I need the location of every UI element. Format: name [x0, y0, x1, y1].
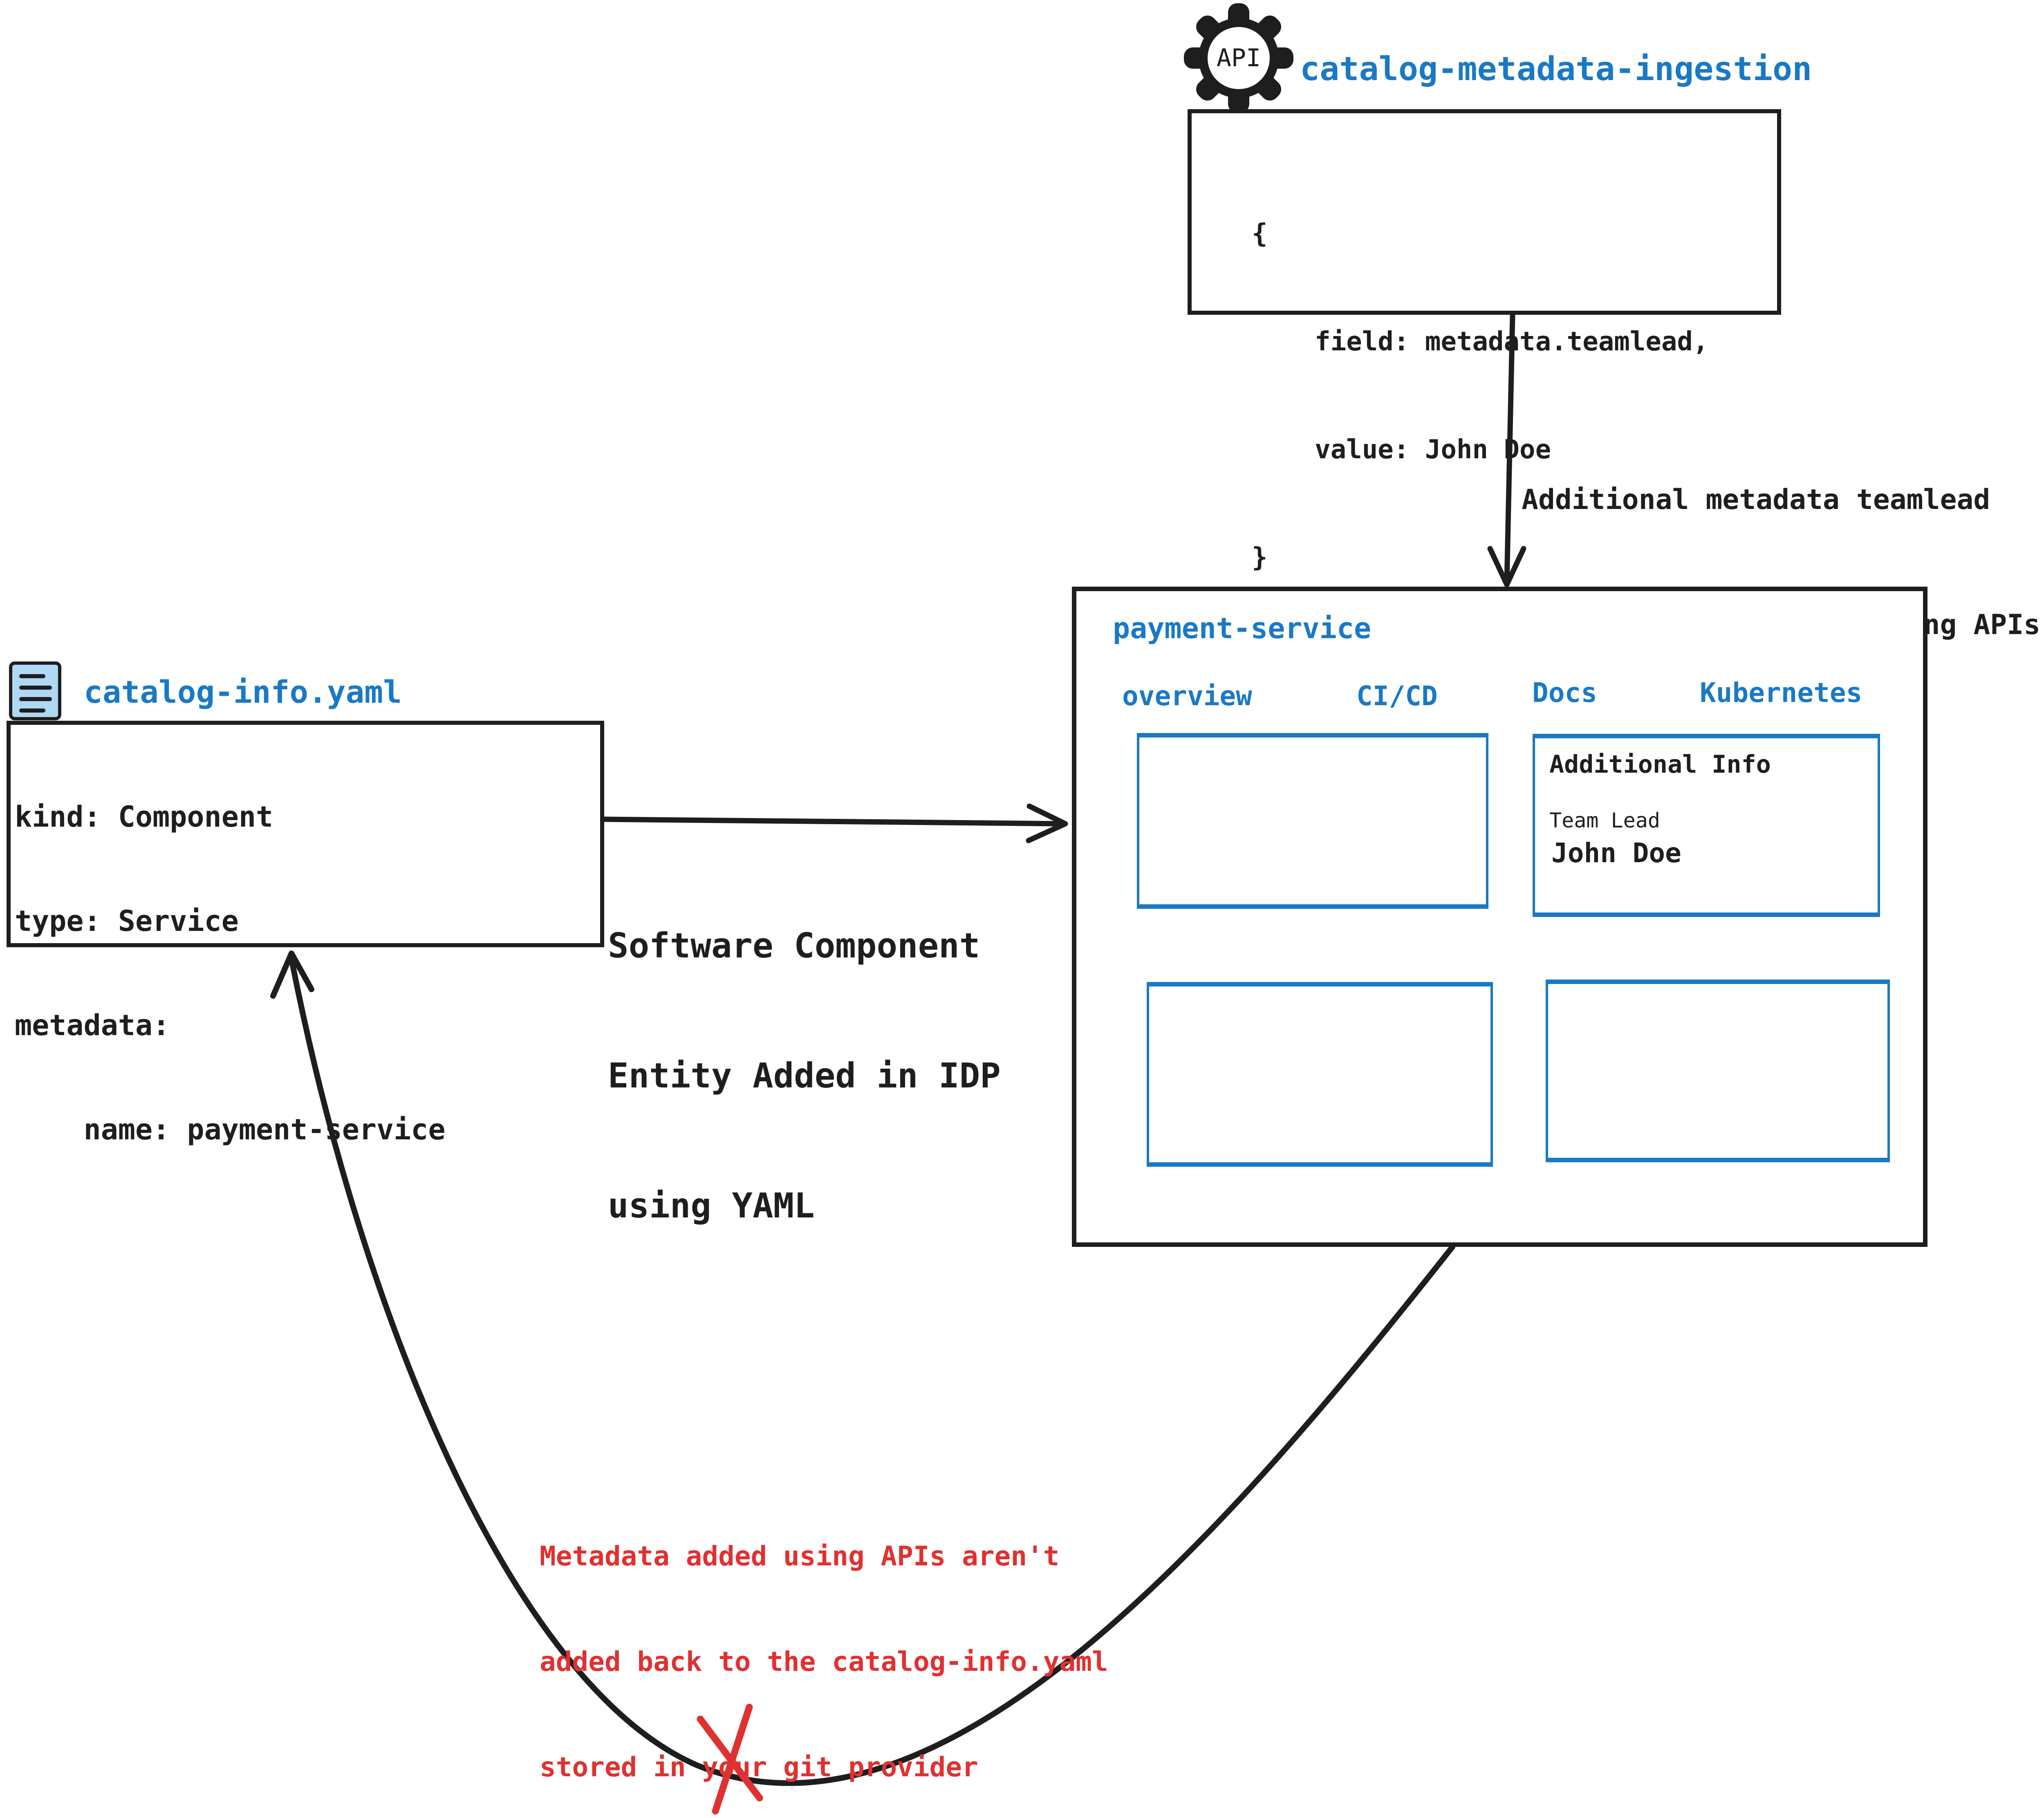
yaml-to-idp-arrow: [601, 803, 1068, 843]
tab-docs: Docs: [1532, 677, 1597, 708]
tab-kubernetes: Kubernetes: [1700, 677, 1862, 708]
yaml-arrow-label-line: Entity Added in IDP: [608, 1056, 1001, 1096]
feedback-note-line: Metadata added using APIs aren't: [540, 1540, 1060, 1572]
team-lead-value: John Doe: [1551, 837, 1681, 869]
code-line: value: John Doe: [1252, 435, 1551, 465]
yaml-line: kind: Component: [15, 800, 273, 834]
empty-panel-bottom-left: [1147, 982, 1493, 1167]
catalog-file-title: catalog-info.yaml: [84, 674, 402, 710]
yaml-file-icon: [9, 661, 61, 720]
api-gear-icon: [1184, 3, 1293, 113]
feedback-note-line: stored in your git provider: [540, 1751, 978, 1783]
api-code-box: [1188, 109, 1781, 315]
yaml-line: name: payment-service: [15, 1113, 446, 1146]
yaml-line: metadata:: [15, 1009, 170, 1042]
yaml-arrow-label-line: Software Component: [608, 926, 980, 966]
additional-info-title: Additional Info: [1549, 750, 1771, 779]
api-to-idp-arrow: [1487, 313, 1526, 587]
api-service-title: catalog-metadata-ingestion: [1300, 50, 1812, 88]
code-line: }: [1252, 542, 1268, 573]
feedback-note-line: added back to the catalog-info.yaml: [540, 1646, 1108, 1677]
code-line: field: metadata.teamlead,: [1252, 327, 1709, 357]
code-line: {: [1252, 219, 1268, 249]
yaml-arrow-label: Software Component Entity Added in IDP u…: [608, 837, 1001, 1314]
empty-panel-bottom-right: [1546, 980, 1890, 1162]
tab-cicd: CI/CD: [1356, 680, 1438, 712]
catalog-file-box: [7, 721, 604, 947]
blocked-x-icon: [697, 1704, 763, 1815]
idp-to-yaml-curved-arrow: [270, 950, 1455, 1786]
api-arrow-label-line: Additional metadata teamlead: [1522, 484, 1990, 516]
catalog-yaml-lines: kind: Component type: Service metadata: …: [15, 730, 446, 1217]
yaml-arrow-label-line: using YAML: [608, 1186, 815, 1226]
api-code-lines: { field: metadata.teamlead, value: John …: [1252, 144, 1708, 648]
team-lead-label: Team Lead: [1549, 809, 1660, 832]
tab-overview: overview: [1122, 680, 1252, 712]
api-icon-label: API: [1216, 44, 1261, 72]
yaml-line: type: Service: [15, 904, 239, 938]
idp-portal-title: payment-service: [1113, 612, 1372, 645]
additional-info-panel: [1533, 734, 1880, 917]
overview-panel: [1137, 733, 1488, 909]
feedback-note: Metadata added using APIs aren't added b…: [540, 1468, 1108, 1818]
